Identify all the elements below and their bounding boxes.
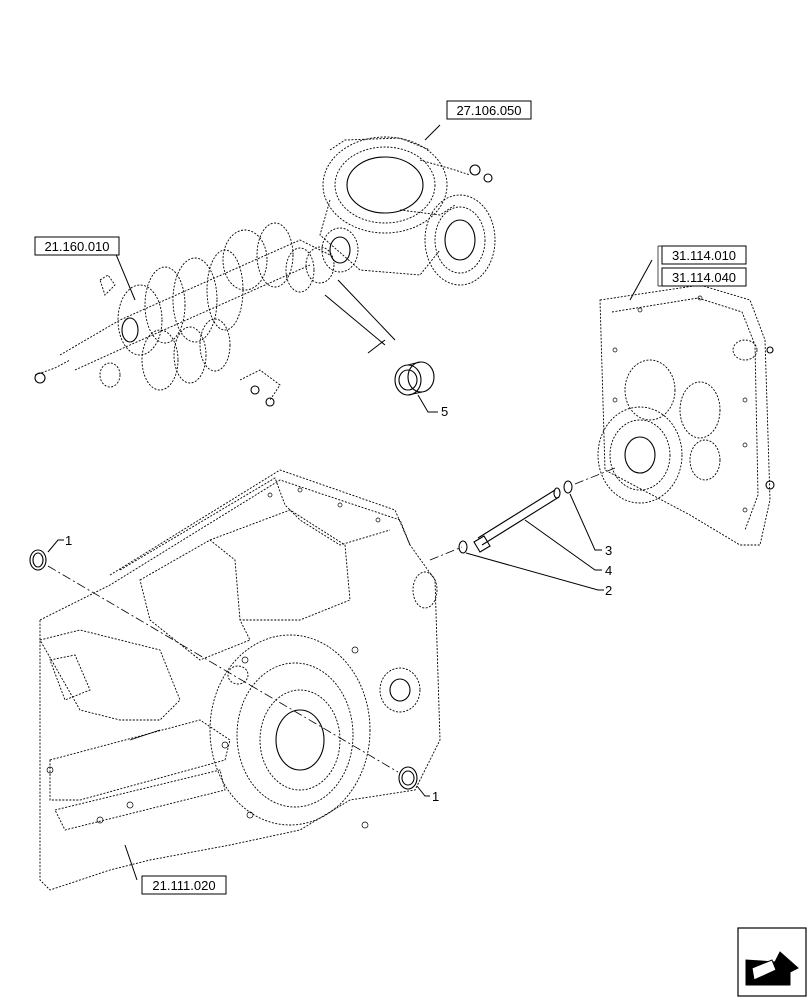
plug-bottom	[398, 766, 418, 790]
plug-top	[29, 549, 47, 571]
leader-lines	[47, 124, 653, 881]
ref-pto-top[interactable]: 31.114.010	[661, 245, 747, 265]
gearbox-shaft-assembly	[34, 222, 335, 407]
center-lines	[47, 467, 616, 773]
ref-housing[interactable]: 21.111.020	[141, 875, 227, 895]
callout-item-2: 2	[605, 583, 612, 598]
callout-item-1-bottom: 1	[432, 789, 439, 804]
ref-pto-bottom[interactable]: 31.114.040	[661, 267, 747, 287]
o-ring-3	[563, 480, 573, 494]
differential-assembly	[319, 136, 496, 286]
pto-tube-part	[473, 487, 561, 553]
callout-item-4: 4	[605, 563, 612, 578]
callout-item-1-top: 1	[65, 533, 72, 548]
ref-pto-group	[657, 245, 662, 287]
rear-axle-housing	[39, 469, 441, 891]
callout-item-3: 3	[605, 543, 612, 558]
ref-gearbox[interactable]: 21.160.010	[34, 236, 120, 256]
ref-pto-top-label: 31.114.010	[672, 248, 736, 263]
callout-item-5: 5	[441, 404, 448, 419]
ref-differential-label: 27.106.050	[456, 103, 521, 118]
o-ring-2	[458, 540, 468, 554]
ref-pto-bottom-label: 31.114.040	[672, 270, 736, 285]
bushing-part	[394, 361, 435, 396]
ref-housing-label: 21.111.020	[152, 878, 215, 893]
ref-gearbox-label: 21.160.010	[44, 239, 109, 254]
pto-housing-assembly	[597, 284, 775, 546]
navigation-arrow-icon[interactable]	[737, 927, 807, 997]
ref-differential[interactable]: 27.106.050	[446, 100, 532, 120]
